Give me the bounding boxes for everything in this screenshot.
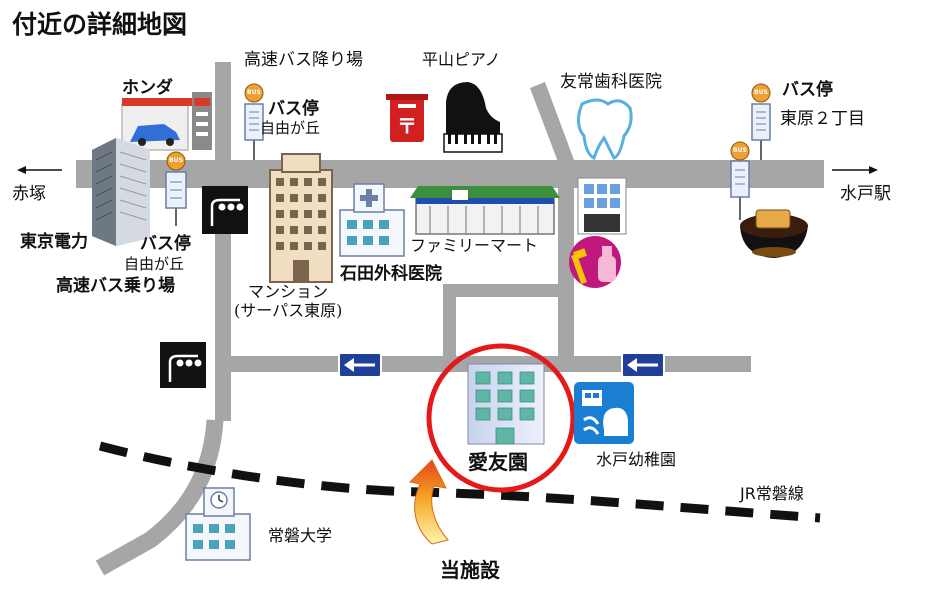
office-building-icon xyxy=(92,138,150,246)
post-box-icon: 〒 xyxy=(386,94,428,142)
label-akatsuka: 赤塚 xyxy=(12,184,46,204)
inner-road-top xyxy=(443,284,558,297)
label-this-facility: 当施設 xyxy=(440,558,500,582)
svg-text:〒: 〒 xyxy=(397,114,417,138)
label-mito-station: 水戸駅 xyxy=(840,184,891,204)
inner-road-left xyxy=(443,284,456,360)
bus-sign-text: BUS xyxy=(169,157,183,164)
label-honda: ホンダ xyxy=(122,78,173,98)
label-ishida-clinic: 石田外科医院 xyxy=(340,264,442,284)
bus-stop-icon xyxy=(244,83,264,160)
label-bus-stop-w: バス停 xyxy=(140,234,191,254)
label-mansion: マンション xyxy=(248,282,329,301)
bus-stop-icon xyxy=(165,151,187,226)
label-tokiwa-univ: 常磐大学 xyxy=(268,526,333,545)
bus-sign-text: BUS xyxy=(754,89,768,96)
west-north-road xyxy=(215,62,231,162)
label-higashihara: 東原２丁目 xyxy=(780,109,865,129)
label-tomotsune-dental: 友常歯科医院 xyxy=(560,72,662,92)
traffic-light-icon xyxy=(160,342,206,388)
bus-sign-text: BUS xyxy=(733,147,747,154)
hospital-icon xyxy=(339,183,405,257)
traffic-light-icon xyxy=(202,186,248,234)
label-bus-stop-nw: バス停 xyxy=(268,99,319,119)
convenience-store-icon xyxy=(410,186,560,235)
label-jiyugaoka-n: 自由が丘 xyxy=(260,119,321,137)
curved-arrow-icon xyxy=(408,459,449,545)
arrow-right-icon xyxy=(832,166,878,174)
label-mito-kindergarten: 水戸幼稚園 xyxy=(596,450,677,469)
diagonal-road xyxy=(530,82,574,162)
label-jr-line: JR常磐線 xyxy=(740,484,804,503)
tooth-icon xyxy=(577,98,633,161)
bus-stop-icon xyxy=(730,141,750,220)
label-tokyo-denryoku: 東京電力 xyxy=(20,232,88,252)
arrow-left-icon xyxy=(17,166,62,174)
one-way-left-icon xyxy=(338,352,382,378)
label-highway-board: 高速バス乗り場 xyxy=(56,276,175,296)
label-highway-drop: 高速バス降り場 xyxy=(244,50,363,70)
main-road xyxy=(76,160,824,188)
label-family-mart: ファミリーマート xyxy=(410,236,539,255)
kindergarten-icon xyxy=(574,382,634,444)
noodle-bowl-icon xyxy=(740,209,808,258)
label-hirayama-piano: 平山ピアノ xyxy=(422,50,501,69)
page-title: 付近の詳細地図 xyxy=(12,10,188,39)
label-bus-stop-ne: バス停 xyxy=(782,80,833,100)
label-mansion-sub: (サーパス東原) xyxy=(234,301,343,320)
middle-road xyxy=(558,186,574,358)
car-dealer-icon xyxy=(121,92,212,151)
university-icon xyxy=(185,487,251,561)
label-jiyugaoka-w: 自由が丘 xyxy=(124,255,185,273)
office-building-icon xyxy=(269,153,333,283)
bus-stop-icon xyxy=(751,83,771,160)
office-building-icon xyxy=(467,363,545,445)
office-building-icon xyxy=(577,177,627,235)
piano-icon xyxy=(443,82,503,153)
one-way-left-icon xyxy=(621,352,665,378)
curved-road xyxy=(95,419,224,576)
cosmetics-icon xyxy=(569,236,621,288)
bus-sign-text: BUS xyxy=(247,89,261,96)
highlight-circle xyxy=(426,343,576,493)
label-aiyuen: 愛友園 xyxy=(468,450,528,474)
